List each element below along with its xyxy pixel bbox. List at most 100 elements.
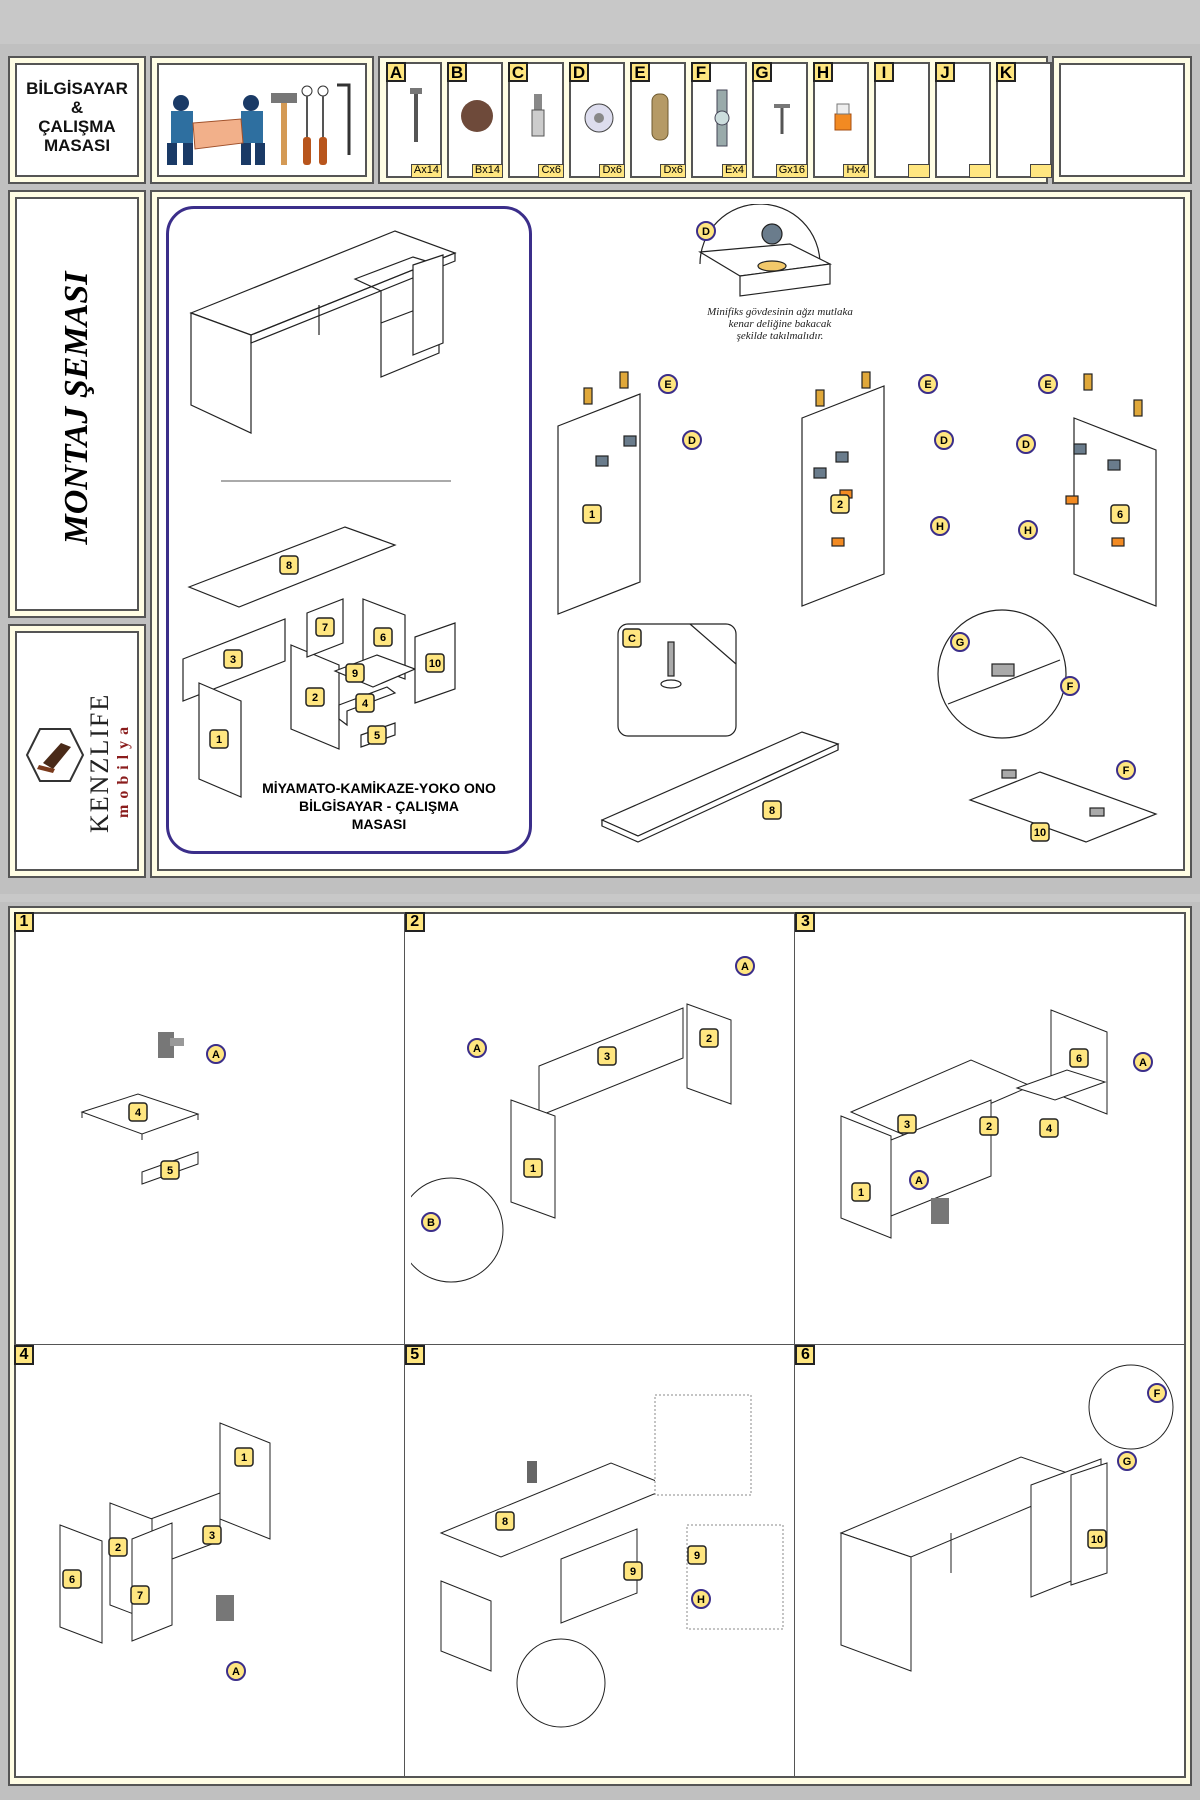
minifix-note: Minifiks gövdesinin ağzı mutlaka kenar d… [680, 306, 880, 342]
panel-number-7-4: 7 [130, 1585, 150, 1605]
long-screw-icon [410, 88, 422, 142]
part-box-j: J [935, 62, 991, 178]
logo-box: KENZLIFE mobilya [15, 631, 139, 871]
title-box: BİLGİSAYAR & ÇALIŞMA MASASI [15, 63, 139, 177]
svg-text:10: 10 [1034, 827, 1046, 839]
svg-text:6: 6 [1076, 1053, 1082, 1065]
svg-text:5: 5 [374, 730, 380, 742]
part-quantity: Dx6 [599, 164, 625, 178]
svg-text:8: 8 [286, 560, 292, 572]
svg-text:F: F [1154, 1388, 1161, 1400]
svg-text:H: H [1024, 525, 1032, 537]
svg-text:G: G [956, 637, 965, 649]
panel-number-5: 5 [367, 725, 387, 745]
panel-number-6: 6 [373, 627, 393, 647]
panel-number-3-1: 3 [202, 1525, 222, 1545]
screwdriver-icon [301, 85, 329, 165]
step-number: 3 [795, 912, 816, 932]
svg-text:2: 2 [312, 692, 318, 704]
step-number: 6 [795, 1345, 816, 1365]
svg-text:A: A [232, 1666, 240, 1678]
part-letter: J [935, 62, 955, 82]
svg-text:8: 8 [769, 805, 775, 817]
svg-text:D: D [688, 435, 696, 447]
part-quantity: Dx6 [660, 164, 686, 178]
panel-number-3-0: 3 [596, 1046, 617, 1066]
minifix-note-line-3: şekilde takılmalıdır. [736, 330, 824, 342]
hinge-icon [714, 89, 730, 147]
panel-number-2: 2 [305, 687, 325, 707]
svg-text:D: D [1022, 439, 1030, 451]
product-title-line-4: MASASI [43, 136, 111, 155]
panel-number-4-4: 4 [1039, 1118, 1060, 1138]
panel-number-4: 4 [355, 693, 375, 713]
svg-text:A: A [1139, 1057, 1147, 1069]
callout-a-2: A [206, 1044, 226, 1064]
svg-text:8: 8 [502, 1516, 508, 1528]
callout-b-5: B [420, 1212, 441, 1232]
cover-cap-icon [461, 100, 493, 132]
panel-number-7: 7 [315, 617, 335, 637]
svg-text:2: 2 [986, 1121, 992, 1133]
shelf-pin-icon [834, 103, 852, 131]
panel-number-6-prep: 6 [1110, 504, 1130, 524]
svg-text:4: 4 [135, 1107, 142, 1119]
part-quantity: Hx4 [843, 164, 869, 178]
panel-number-3: 3 [223, 649, 243, 669]
callout-e-2: E [918, 374, 938, 394]
callout-d-top: D [696, 221, 716, 241]
extra-box [1059, 63, 1185, 177]
panel-number-9-1: 9 [622, 1561, 643, 1581]
svg-text:4: 4 [362, 698, 369, 710]
svg-text:10: 10 [1091, 1534, 1103, 1546]
part-box-k: K [996, 62, 1052, 178]
svg-text:F: F [1123, 765, 1130, 777]
panel-number-6-3: 6 [1069, 1048, 1090, 1068]
overview-panel: 8 7 6 3 9 10 2 4 5 1 MİYAMATO-KAMİKAZE-YOKO ONO B… [166, 206, 532, 854]
svg-text:7: 7 [137, 1590, 143, 1602]
part-letter: H [813, 62, 833, 82]
part-quantity [1030, 164, 1052, 178]
model-name: MİYAMATO-KAMİKAZE-YOKO ONO BİLGİSAYAR - … [229, 779, 529, 833]
svg-text:F: F [1067, 681, 1074, 693]
svg-text:3: 3 [209, 1530, 215, 1542]
panel-number-9: 9 [345, 663, 365, 683]
part-quantity [969, 164, 991, 178]
svg-text:1: 1 [858, 1187, 864, 1199]
panel-number-1-prep: 1 [582, 504, 602, 524]
callout-a-5: A [226, 1661, 246, 1681]
part-quantity: Ax14 [410, 164, 442, 178]
panel-number-2-prep: 2 [830, 494, 850, 514]
panel-number-6-3: 6 [62, 1569, 82, 1589]
panel-number-1: 1 [209, 729, 229, 749]
panel-number-3-0: 3 [897, 1114, 918, 1134]
svg-text:2: 2 [115, 1542, 121, 1554]
svg-text:4: 4 [1046, 1123, 1053, 1135]
part-quantity: Bx14 [471, 164, 503, 178]
tools-frame [150, 56, 374, 184]
svg-text:6: 6 [380, 632, 386, 644]
svg-text:5: 5 [167, 1165, 173, 1177]
callout-h-2: H [930, 516, 950, 536]
minifix-bolt-detail [617, 623, 737, 737]
panel-number-9-2: 9 [686, 1545, 707, 1565]
part-letter: G [752, 62, 772, 82]
callout-g-2: G [1117, 1451, 1138, 1471]
two-people-icon [167, 95, 265, 165]
svg-text:E: E [1044, 379, 1051, 391]
panel-number-2-2: 2 [698, 1028, 719, 1048]
svg-text:1: 1 [216, 734, 222, 746]
step-number: 5 [404, 1345, 425, 1365]
svg-text:10: 10 [429, 658, 441, 670]
step-number: 4 [14, 1345, 34, 1365]
panel-number-2-2: 2 [108, 1537, 128, 1557]
svg-text:9: 9 [694, 1550, 700, 1562]
